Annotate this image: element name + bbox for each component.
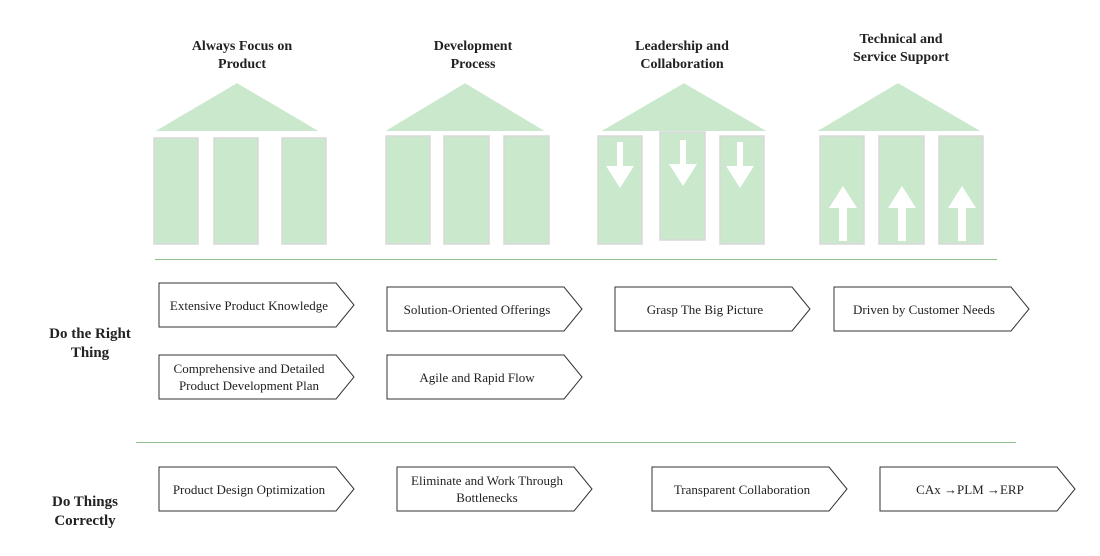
temple-roof [812, 80, 988, 133]
row-label-correctly: Do Things Correctly [30, 493, 140, 531]
tag-transparent-collaboration: Transparent Collaboration [651, 466, 849, 512]
tag-text: Bottlenecks [456, 490, 518, 505]
down-arrow-icon [606, 142, 634, 188]
pillar-title-line: Development [433, 39, 513, 54]
tag-product-design-optimization: Product Design Optimization [158, 466, 356, 512]
pillar-title-leadership: Leadership and Collaboration [592, 38, 772, 74]
pillar-title-line: Collaboration [640, 57, 724, 72]
divider-middle [136, 442, 1016, 443]
tag-text: Transparent Collaboration [673, 481, 811, 497]
pillar-title-product: Always Focus on Product [152, 38, 332, 74]
pillar-title-process: Development Process [383, 38, 563, 74]
row-label-right-thing: Do the Right Thing [35, 325, 145, 363]
pillar-title-line: Always Focus on [191, 39, 293, 54]
temple-column [153, 137, 199, 245]
tag-solution-oriented-offerings: Solution-Oriented Offerings [386, 286, 584, 332]
pillar-title-support: Technical and Service Support [811, 31, 991, 67]
temple-column [503, 135, 550, 245]
temple-process [380, 80, 560, 248]
pillar-title-line: Technical and [859, 32, 943, 47]
temple-roof [380, 80, 552, 133]
up-arrow-icon [888, 186, 916, 241]
tag-text: Product Design Optimization [172, 481, 326, 497]
pillar-title-line: Leadership and [635, 39, 729, 54]
tag-text: Agile and Rapid Flow [419, 369, 535, 385]
row-label-line: Do Things [51, 494, 118, 510]
temple-column [281, 137, 327, 245]
divider-top [155, 259, 997, 260]
row-label-line: Do the Right [49, 326, 131, 342]
temple-roof [150, 80, 326, 133]
up-arrow-icon [829, 186, 857, 241]
down-arrow-icon [726, 142, 754, 188]
tag-text: Product Development Plan [178, 378, 320, 393]
temple-product [150, 80, 330, 248]
row-label-line: Thing [70, 345, 110, 361]
pillar-title-line: Product [218, 57, 266, 72]
pillar-title-line: Service Support [852, 50, 950, 65]
temple-column [213, 137, 259, 245]
tag-text: Driven by Customer Needs [853, 301, 995, 317]
temple-column [385, 135, 431, 245]
tag-text: Extensive Product Knowledge [169, 297, 329, 313]
tag-text: Solution-Oriented Offerings [403, 301, 551, 317]
tag-cax-plm-erp: CAx →PLM →ERP [879, 466, 1077, 512]
tag-driven-by-customer-needs: Driven by Customer Needs [833, 286, 1031, 332]
temple-column [443, 135, 490, 245]
pillar-title-line: Process [450, 57, 496, 72]
row-label-line: Correctly [54, 513, 116, 529]
tag-extensive-product-knowledge: Extensive Product Knowledge [158, 282, 356, 328]
up-arrow-icon [948, 186, 976, 241]
tag-text: CAx →PLM →ERP [916, 481, 1024, 497]
temple-roof [596, 80, 774, 133]
tag-text: Eliminate and Work Through [411, 473, 563, 488]
temple-support [812, 80, 992, 248]
tag-agile-rapid-flow: Agile and Rapid Flow [386, 354, 584, 400]
temple-leadership [596, 80, 776, 248]
tag-text: Grasp The Big Picture [646, 301, 764, 317]
tag-text: Comprehensive and Detailed [173, 361, 325, 376]
tag-grasp-big-picture: Grasp The Big Picture [614, 286, 812, 332]
down-arrow-icon [669, 140, 697, 186]
